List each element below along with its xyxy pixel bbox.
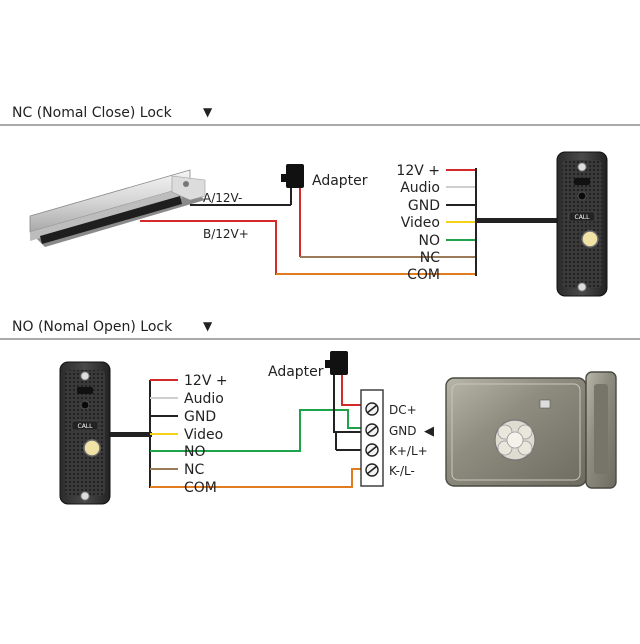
nc-wire-bundle — [276, 168, 560, 276]
terminal-screw-icon — [365, 463, 379, 477]
terminal-screw-icon — [365, 402, 379, 416]
nc-call-label: CALL — [575, 214, 591, 221]
no-wire-bundle — [110, 379, 366, 488]
no-wire-label-nc: NC — [184, 462, 204, 478]
no-collapse-arrow-icon[interactable]: ▼ — [203, 319, 213, 333]
nc-adapter-label: Adapter — [312, 173, 368, 189]
nc-wire-label-nc: NC — [420, 250, 440, 266]
nc-power-adapter — [281, 164, 304, 257]
terminal-block — [360, 389, 384, 487]
nc-wire-label-no: NO — [419, 233, 441, 249]
no-wire-label-video: Video — [184, 427, 223, 443]
no-wire-label-12v: 12V + — [184, 373, 228, 389]
nc-doorbell-panel: CALL — [556, 151, 608, 297]
terminal-screw-icon — [365, 423, 379, 437]
maglock-wire-a-label: A/12V- — [203, 191, 242, 205]
lock-knob — [494, 419, 536, 461]
no-wire-label-gnd: GND — [184, 409, 216, 425]
terminal-label-gnd: GND — [389, 424, 417, 438]
terminal-label-dc: DC+ — [389, 403, 417, 417]
nc-wire-label-audio: Audio — [400, 180, 440, 196]
no-adapter-label: Adapter — [268, 364, 324, 380]
terminal-pointer-arrow-icon: ◀ — [424, 424, 434, 439]
no-wire-label-audio: Audio — [184, 391, 224, 407]
nc-wire-label-gnd: GND — [408, 198, 440, 214]
terminal-screw-icon — [365, 443, 379, 457]
electric-rim-lock — [445, 371, 617, 489]
no-doorbell-panel: CALL — [59, 361, 111, 505]
nc-wire-label-video: Video — [401, 215, 440, 231]
no-power-adapter — [325, 351, 366, 451]
nc-wire-label-12v: 12V + — [396, 163, 440, 179]
terminal-label-kminus: K-/L- — [389, 464, 415, 478]
magnetic-lock — [29, 169, 206, 247]
no-call-label: CALL — [78, 423, 94, 430]
no-wire-label-no: NO — [184, 444, 206, 460]
nc-wire-label-com: COM — [407, 267, 440, 283]
maglock-wire-b-label: B/12V+ — [203, 227, 249, 241]
terminal-label-kplus: K+/L+ — [389, 444, 428, 458]
no-wire-label-com: COM — [184, 480, 217, 496]
no-section-title: NO (Nomal Open) Lock — [12, 319, 173, 335]
nc-collapse-arrow-icon[interactable]: ▼ — [203, 105, 213, 119]
nc-section-title: NC (Nomal Close) Lock — [12, 105, 173, 121]
